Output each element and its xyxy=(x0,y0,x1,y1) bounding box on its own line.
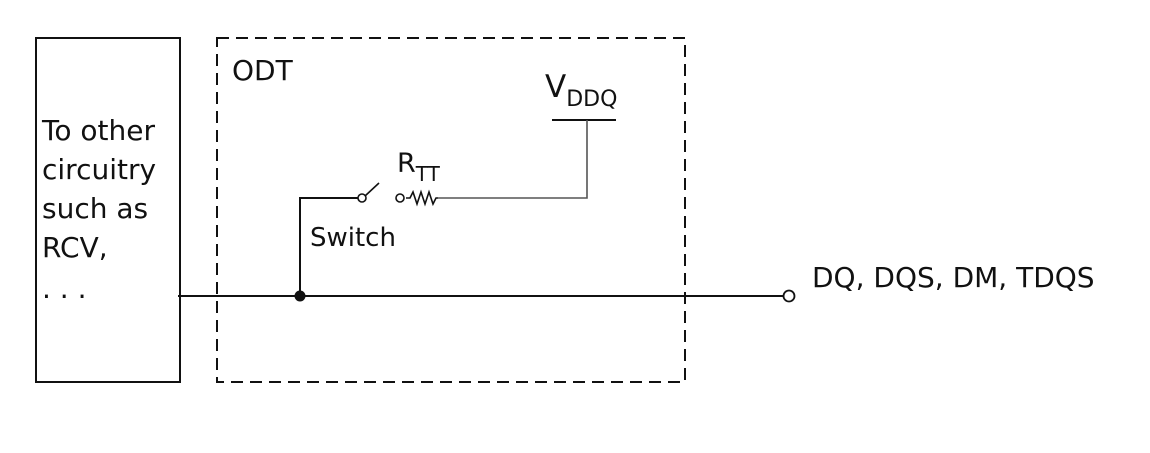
rtt-main: R xyxy=(397,148,416,179)
vddq-main: V xyxy=(545,69,566,105)
rtt-resistor xyxy=(406,189,438,207)
signal-terminal xyxy=(782,289,796,303)
odt-label: ODT xyxy=(232,54,294,87)
other-circuitry-box xyxy=(35,37,181,383)
other-circuitry-line-4: RCV, xyxy=(42,231,108,264)
signal-label: DQ, DQS, DM, TDQS xyxy=(812,261,1095,294)
other-circuitry-line-2: circuitry xyxy=(42,153,156,186)
vddq-label: VDDQ xyxy=(545,69,617,112)
switch-label: Switch xyxy=(310,223,396,253)
other-circuitry-line-3: such as xyxy=(42,192,148,225)
vddq-sub: DDQ xyxy=(566,87,617,112)
switch-contact-right xyxy=(395,193,405,203)
svg-text:To other circuitry suc: To other circuitry such as RCV, . . . xyxy=(41,114,165,305)
vddq-wire xyxy=(438,120,588,199)
odt-boundary xyxy=(216,37,686,383)
switch-wire xyxy=(299,197,358,296)
other-circuitry-ellipsis: . . . xyxy=(42,272,87,305)
switch-blade xyxy=(364,182,380,197)
rtt-label: RTT xyxy=(397,148,441,186)
other-circuitry-line-1: To other xyxy=(41,114,155,147)
junction-dot xyxy=(294,290,306,302)
rtt-sub: TT xyxy=(415,162,441,186)
